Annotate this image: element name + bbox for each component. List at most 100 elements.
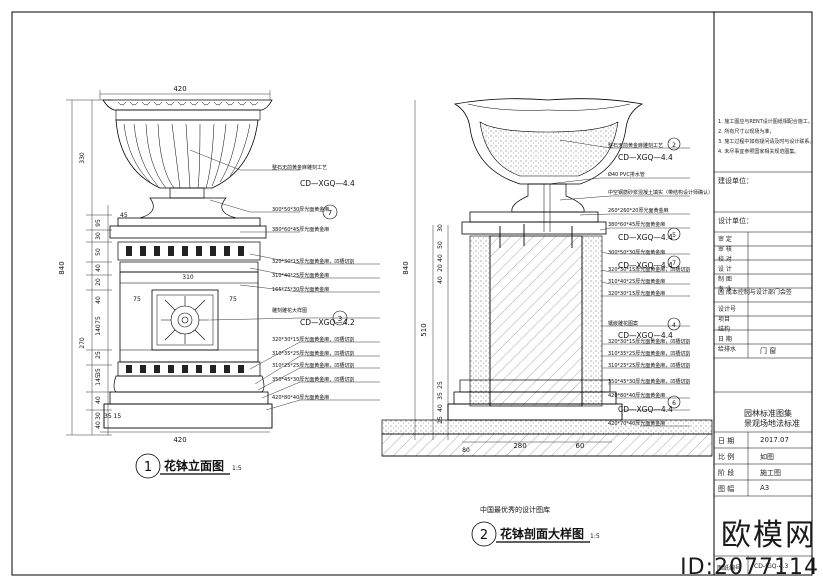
- elev-dim-vertical: 25: [95, 351, 102, 359]
- elev-dim-vertical: 20: [95, 278, 102, 286]
- title-block: [714, 171, 812, 575]
- design-unit-label: 设计单位：: [718, 217, 753, 225]
- title-block-row-label: 审 定: [718, 236, 732, 243]
- elev-callout: 310*25*25厚光面黄金麻，凹槽切割: [272, 362, 354, 369]
- sect-dim-80: 80: [462, 447, 470, 454]
- title-block-row-label: 专 业: [718, 286, 732, 293]
- sect-dim-vertical: 40: [437, 276, 444, 284]
- sect-callout: 310*25*25厚光面黄金麻，凹槽切割: [608, 362, 690, 369]
- title-block-row-label: 制 图: [718, 276, 732, 283]
- title-block-note: 3. 施工过程中如有疑问请及时与设计联系。: [718, 139, 815, 145]
- elev-dim-vertical: 330: [79, 152, 86, 164]
- meta-key: 日 期: [718, 437, 735, 445]
- meta-value: 如图: [760, 453, 774, 461]
- elev-callout: 310*40*25厚光面黄金麻: [272, 272, 329, 279]
- elev-detail-ref: CD—XGQ—4.2: [300, 318, 355, 327]
- elev-total-height: 840: [58, 261, 66, 274]
- sect-dim-60: 60: [576, 442, 585, 450]
- drawing-number: CD-JGQ-4.3: [754, 563, 789, 570]
- elev-dim-vertical: 40: [95, 396, 102, 404]
- sheet-footer-text: 中国最优秀的设计图库: [480, 505, 550, 514]
- title-block-row-label: 设计号: [718, 306, 737, 313]
- sect-dim-vertical: 30: [437, 224, 444, 232]
- sect-callout: 420*80*40厚光面黄金麻: [608, 392, 665, 399]
- sect-callout: Ø40 PVC排水管: [608, 171, 645, 178]
- title-block-note: 1. 施工图应与RENT设计图纸相配合施工。: [718, 119, 813, 125]
- elev-dim-vertical: 35: [95, 368, 102, 376]
- elev-callouts: 整石无前黄金麻雕刻工艺CD—XGQ—4.4300*50*30厚光面黄金麻380*…: [272, 164, 355, 401]
- sect-title-scale: 1:5: [590, 533, 600, 540]
- scope-label: 园 成本控制与设计部门会签: [718, 289, 792, 296]
- title-block-row-label: 设 计: [718, 266, 732, 273]
- elev-callout: 350*45*30厚光面黄金麻，凹槽切割: [272, 376, 354, 383]
- sect-dim-vertical: 40: [437, 404, 444, 412]
- elev-dim-75-right: 75: [229, 296, 237, 303]
- door-label: 门 窗: [760, 347, 777, 355]
- elev-callout: 整石无前黄金麻雕刻工艺: [272, 164, 327, 171]
- elev-dim-45: 45: [120, 212, 128, 219]
- sect-callout: 380*60*45厚光面黄金麻: [608, 221, 665, 228]
- meta-key: 阶 段: [718, 469, 735, 477]
- sect-detail-ref: CD—XGQ—4.4: [618, 233, 673, 242]
- elev-callout: 420*80*40厚光面黄金麻: [272, 394, 329, 401]
- elev-callout: 310*35*25厚光面黄金麻，凹槽切割: [272, 350, 354, 357]
- section-view: [381, 98, 713, 457]
- elev-bubble-7: 7: [328, 209, 332, 217]
- title-block-row-label: 日 期: [718, 336, 732, 343]
- drawing-name: 景观场地法标准: [744, 419, 800, 428]
- sect-dim-vertical: 20: [437, 264, 444, 272]
- elev-detail-ref: CD—XGQ—4.4: [300, 179, 355, 188]
- elev-dim-bottom: 420: [173, 436, 186, 444]
- sect-callout: 310*35*25厚光面黄金麻，凹槽切割: [608, 350, 690, 357]
- sect-dim-510: 510: [420, 323, 428, 336]
- elev-bubble-3: 3: [338, 315, 342, 323]
- sect-dim-vertical: 25: [437, 416, 444, 424]
- sect-detail-ref: CD—XGQ—4.4: [618, 261, 673, 270]
- sect-detail-ref: CD—XGQ—4.4: [618, 153, 673, 162]
- sect-dim-vertical: 25: [437, 381, 444, 389]
- meta-key: 比 例: [718, 453, 735, 461]
- sect-dim-vertical: 35: [437, 392, 444, 400]
- sect-dim-280: 280: [513, 442, 526, 450]
- elev-dim-vertical: 95: [95, 219, 102, 227]
- elev-dim-vertical: 75: [95, 316, 102, 324]
- sect-bubble-number: 6: [672, 400, 676, 407]
- title-block-row-label: 给排水: [718, 346, 737, 353]
- sect-detail-ref: CD—XGQ—4.4: [618, 331, 673, 340]
- sect-callout: 320*30*15厚光面黄金麻，凹槽切割: [608, 266, 690, 273]
- elev-dim-310: 310: [182, 274, 194, 281]
- elev-callout: 雕刻雕花大样图: [272, 307, 307, 314]
- elev-dim-vertical: 270: [79, 337, 86, 349]
- elev-dim-75-left: 75: [133, 296, 141, 303]
- elev-dim-vertical: 140: [95, 324, 102, 336]
- sect-detail-ref: CD—XGQ—4.4: [618, 405, 673, 414]
- sect-callout: 320*30*15厚光面黄金麻: [608, 290, 665, 297]
- elev-dim-vertical: 40: [95, 264, 102, 272]
- sect-bubble-number: 5: [672, 232, 676, 239]
- sect-bubble-number: 7: [672, 260, 676, 267]
- title-block-row-label: 校 对: [718, 256, 732, 263]
- elev-title: 花钵立面图: [164, 458, 224, 473]
- sect-callout: 350*45*30厚光面黄金麻，凹槽切割: [608, 378, 690, 385]
- title-block-row-label: 审 核: [718, 246, 732, 253]
- sect-bubble-number: 4: [672, 322, 676, 329]
- construction-unit-label: 建设单位：: [718, 177, 753, 185]
- watermark-id: ID:2077114: [680, 555, 819, 580]
- sect-callout: 320*30*15厚光面黄金麻，凹槽切割: [608, 338, 690, 345]
- meta-value: A3: [760, 484, 770, 492]
- sect-dim-vertical: 50: [437, 241, 444, 249]
- meta-key: 图 幅: [718, 485, 735, 493]
- sect-total-height: 840: [402, 261, 410, 274]
- drawing-number-label: 图纸编号: [717, 565, 742, 572]
- sect-callout: 260*260*20厚光面黄金麻: [608, 207, 668, 214]
- elev-callout: 300*50*30厚光面黄金麻: [272, 206, 329, 213]
- elev-callout: 165*75*30厚光面黄金麻: [272, 286, 329, 293]
- title-block-row-label: 项目: [718, 316, 731, 323]
- elev-callout: 320*30*15厚光面黄金麻，凹槽切割: [272, 258, 354, 265]
- meta-value: 施工图: [760, 469, 781, 477]
- elev-dim-vertical: 30: [95, 232, 102, 240]
- sect-callout: 300*50*30厚光面黄金麻: [608, 249, 665, 256]
